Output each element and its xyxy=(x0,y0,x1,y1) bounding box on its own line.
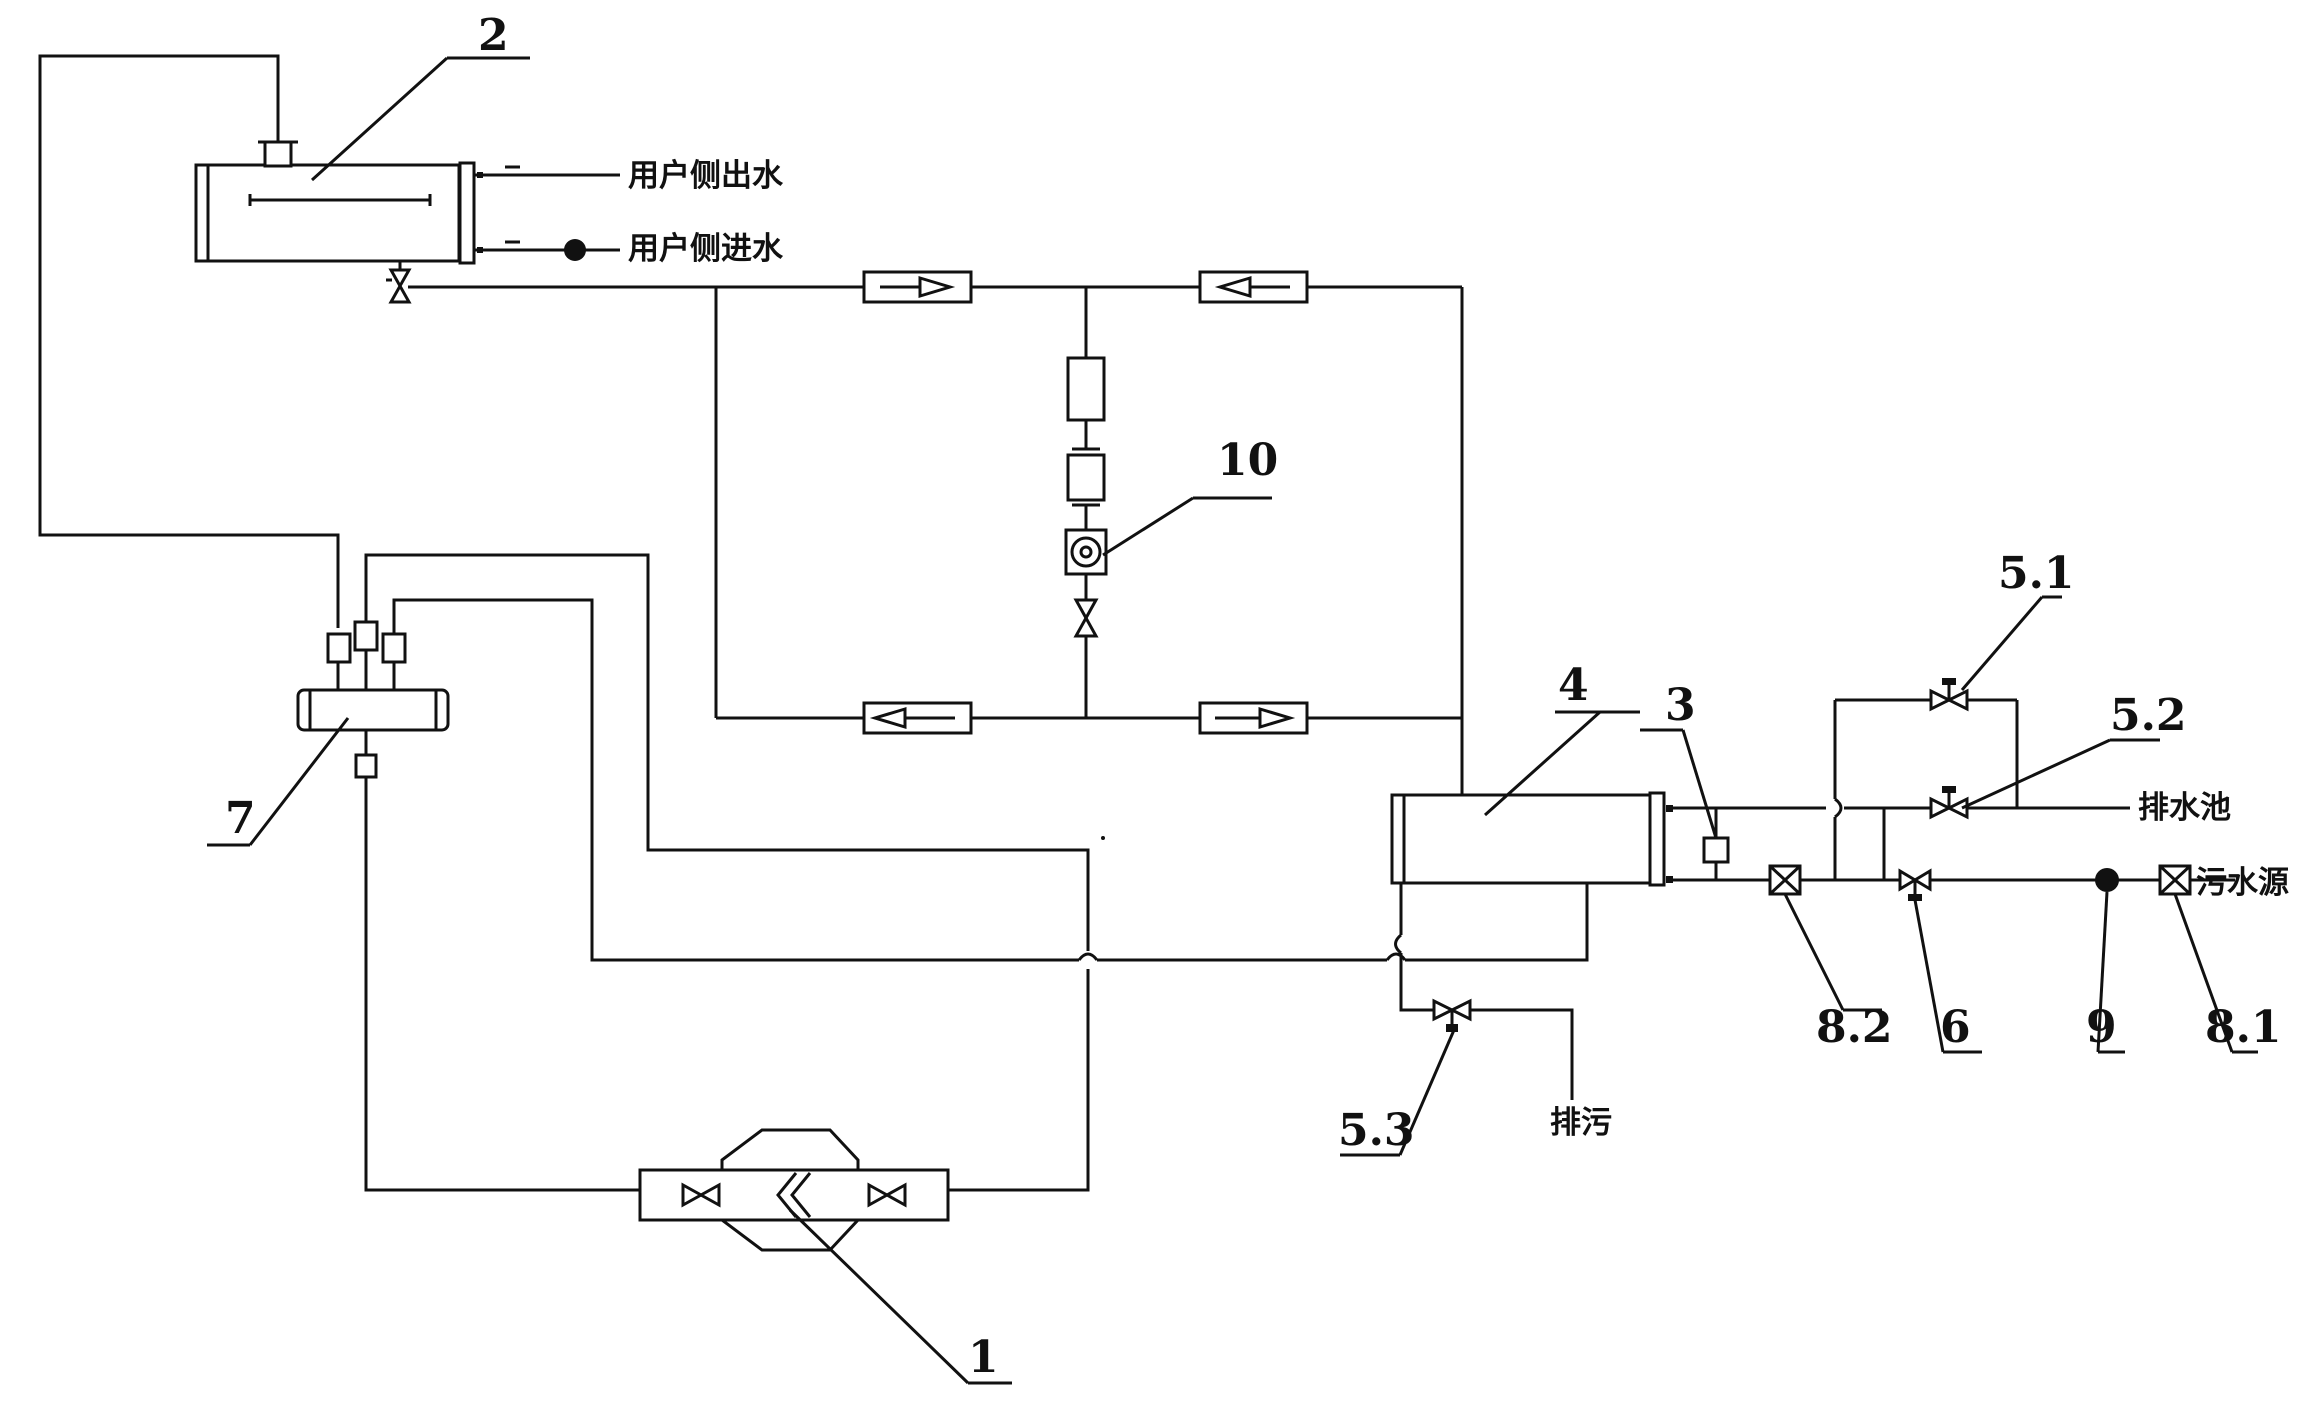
drain-pool-label: 排水池 xyxy=(2138,790,2231,826)
condenser-2 xyxy=(194,140,476,265)
label-7: 7 xyxy=(225,793,256,844)
leader-10 xyxy=(1102,496,1194,557)
check-valve-bottom-right-icon xyxy=(1198,701,1309,735)
leader-1 xyxy=(788,1208,970,1385)
water-side-piping xyxy=(1673,698,2235,882)
label-8-1: 8.1 xyxy=(2205,1002,2282,1053)
leader-5-2 xyxy=(1961,738,2111,810)
sewage-source-label: 污水源 xyxy=(2196,865,2289,901)
expansion-device-10-icon xyxy=(1064,528,1108,576)
user-inlet-label: 用户侧进水 xyxy=(628,231,784,267)
pipe-separator-to-condenser xyxy=(38,54,340,628)
label-6: 6 xyxy=(1940,1002,1971,1053)
flow-switch-3-icon xyxy=(1702,836,1730,864)
label-1: 1 xyxy=(968,1332,999,1383)
sight-glass-icon xyxy=(1066,447,1106,507)
filter-8-2-icon xyxy=(1768,864,1802,896)
label-8-2: 8.2 xyxy=(1816,1002,1893,1053)
label-2: 2 xyxy=(478,10,509,61)
leader-5-1 xyxy=(1960,596,2044,691)
stray-dot xyxy=(1101,836,1105,840)
user-inlet-pump-icon xyxy=(564,239,586,261)
leader-7 xyxy=(248,717,350,846)
valve-5-1-icon xyxy=(1929,678,1969,712)
hop-water-bypass xyxy=(1834,797,1843,819)
leader-8-2 xyxy=(1783,893,1845,1011)
compressor-1 xyxy=(638,1128,950,1252)
valve-5-3-icon xyxy=(1432,998,1472,1032)
label-5-2: 5.2 xyxy=(2110,690,2187,741)
pump-9-icon xyxy=(2095,868,2119,892)
label-3: 3 xyxy=(1665,680,1696,731)
pipe-separator-bottom-to-compressor xyxy=(364,777,640,1192)
valve-5-2-icon xyxy=(1929,786,1969,820)
filter-8-1-icon xyxy=(2158,864,2192,896)
pipe-separator-to-compressor-discharge xyxy=(364,553,1090,1192)
check-valve-top-right-icon xyxy=(1198,270,1309,304)
condenser-outlet-valve-icon xyxy=(386,261,412,304)
user-outlet-label: 用户侧出水 xyxy=(628,158,784,194)
bridge-stop-valve-icon xyxy=(1073,598,1099,638)
blowdown-label: 排污 xyxy=(1550,1105,1612,1141)
label-9: 9 xyxy=(2086,1002,2117,1053)
check-valve-bottom-left-icon xyxy=(862,701,973,735)
label-5-1: 5.1 xyxy=(1998,548,2075,599)
check-valve-top-left-icon xyxy=(862,270,973,304)
leader-4 xyxy=(1483,710,1602,817)
evaporator-4 xyxy=(1390,791,1673,887)
hop-crossing-2 xyxy=(1385,952,1407,961)
label-10: 10 xyxy=(1217,435,1278,486)
leader-2 xyxy=(310,56,449,182)
leader-6 xyxy=(1913,899,1945,1053)
valve-6-icon xyxy=(1898,868,1932,901)
pipe-separator-to-evaporator xyxy=(392,598,1589,962)
leader-9 xyxy=(2096,891,2109,1053)
label-4: 4 xyxy=(1558,660,1589,711)
separator-7 xyxy=(296,620,450,779)
condenser-user-pipes xyxy=(474,165,620,253)
hop-blowdown xyxy=(1394,933,1403,955)
leader-3 xyxy=(1681,729,1718,839)
label-5-3: 5.3 xyxy=(1338,1105,1415,1156)
leader-8-1 xyxy=(2173,893,2234,1053)
filter-drier-icon xyxy=(1066,356,1106,422)
hop-crossing-1 xyxy=(1077,952,1099,961)
leader-5-3 xyxy=(1398,1029,1456,1156)
pipe-blowdown xyxy=(1399,883,1574,1100)
